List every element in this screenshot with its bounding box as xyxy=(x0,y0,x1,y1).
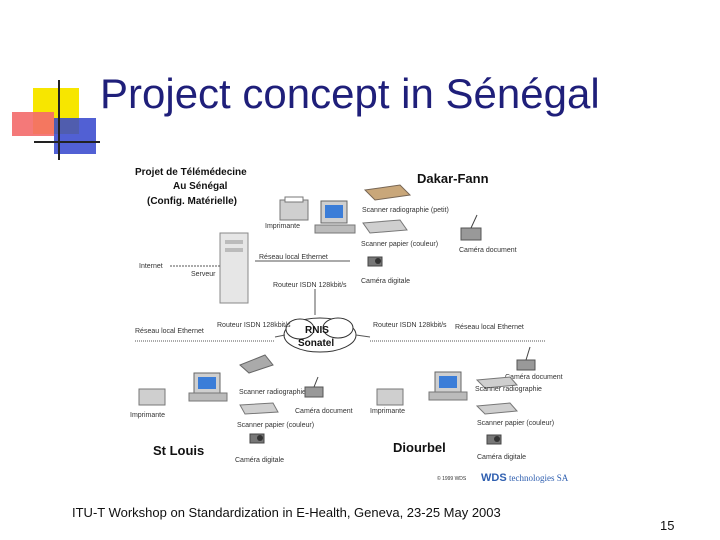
title-decoration-red xyxy=(12,112,54,136)
title-decoration-blue xyxy=(54,118,96,154)
scanner-radio-icon-right xyxy=(475,376,519,389)
wds-logo: WDS technologies SA xyxy=(481,472,569,484)
site-dakar-label: Dakar-Fann xyxy=(417,171,489,186)
label-scanner-radio-right: Scanner radiographie xyxy=(475,386,542,393)
rnis-cloud-icon xyxy=(283,317,357,353)
network-diagram: Projet de Télémédecine Au Sénégal (Confi… xyxy=(130,167,569,484)
diagram-heading-line-1: Projet de Télémédecine xyxy=(135,167,247,178)
page-number: 15 xyxy=(660,518,675,533)
label-camera-document-left: Caméra document xyxy=(295,408,353,415)
label-scanner-radio-petit: Scanner radiographie (petit) xyxy=(362,207,449,214)
computer-icon-left xyxy=(188,372,228,402)
label-imprimante-top: Imprimante xyxy=(265,223,300,230)
diagram-heading-line-3: (Config. Matérielle) xyxy=(147,196,237,207)
wds-logo-mark: WDS xyxy=(481,472,507,484)
label-reseau-left: Réseau local Ethernet xyxy=(135,328,204,335)
label-camera-digitale-top: Caméra digitale xyxy=(361,278,410,285)
label-scanner-papier-left: Scanner papier (couleur) xyxy=(237,422,314,429)
label-serveur: Serveur xyxy=(191,271,216,278)
slide-title: Project concept in Sénégal xyxy=(100,70,600,117)
printer-icon-top xyxy=(279,196,309,221)
label-routeur-right: Routeur ISDN 128kbit/s xyxy=(373,322,447,329)
label-reseau-right: Réseau local Ethernet xyxy=(455,324,524,331)
document-camera-icon-right xyxy=(516,346,536,371)
diagram-heading-line-2: Au Sénégal xyxy=(173,181,228,192)
title-decoration-hline xyxy=(34,141,100,143)
label-camera-document-right: Caméra document xyxy=(505,374,563,381)
copyright-text: © 1999 WDS xyxy=(437,475,467,482)
scanner-radio-icon-left xyxy=(239,354,274,374)
site-diourbel-label: Diourbel xyxy=(393,440,446,455)
digital-camera-icon-top xyxy=(367,256,383,267)
printer-icon-left xyxy=(138,388,166,406)
digital-camera-icon-left xyxy=(249,433,265,444)
computer-icon-top xyxy=(314,200,356,234)
label-scanner-papier-top: Scanner papier (couleur) xyxy=(361,241,438,248)
scanner-paper-icon-right xyxy=(475,402,519,415)
digital-camera-icon-right xyxy=(486,434,502,445)
label-internet: Internet xyxy=(139,263,163,270)
cloud-label-sonatel: Sonatel xyxy=(298,338,334,349)
document-camera-icon-left xyxy=(304,376,324,398)
label-imprimante-left: Imprimante xyxy=(130,412,165,419)
scanner-radio-small-icon xyxy=(363,184,412,201)
label-routeur-left: Routeur ISDN 128kbit/s xyxy=(217,322,291,329)
printer-icon-right xyxy=(376,388,404,406)
label-routeur-top: Routeur ISDN 128kbit/s xyxy=(273,282,347,289)
site-stlouis-label: St Louis xyxy=(153,443,204,458)
cloud-label-rnis: RNIS xyxy=(305,325,329,336)
title-decoration-vline xyxy=(58,80,60,160)
label-camera-digitale-right: Caméra digitale xyxy=(477,454,526,461)
server-tower-icon xyxy=(219,232,249,304)
label-scanner-papier-right: Scanner papier (couleur) xyxy=(477,420,554,427)
label-scanner-radio-left: Scanner radiographie xyxy=(239,389,306,396)
document-camera-icon-top xyxy=(460,214,482,241)
label-camera-document-top: Caméra document xyxy=(459,247,517,254)
label-reseau-top: Réseau local Ethernet xyxy=(259,254,328,261)
slide-footer: ITU-T Workshop on Standardization in E-H… xyxy=(72,505,501,520)
scanner-paper-icon-left xyxy=(239,402,279,415)
scanner-paper-icon-top xyxy=(362,219,408,234)
wds-logo-suffix: technologies SA xyxy=(509,473,569,483)
label-camera-digitale-left: Caméra digitale xyxy=(235,457,284,464)
computer-icon-right xyxy=(428,371,468,401)
label-imprimante-right: Imprimante xyxy=(370,408,405,415)
